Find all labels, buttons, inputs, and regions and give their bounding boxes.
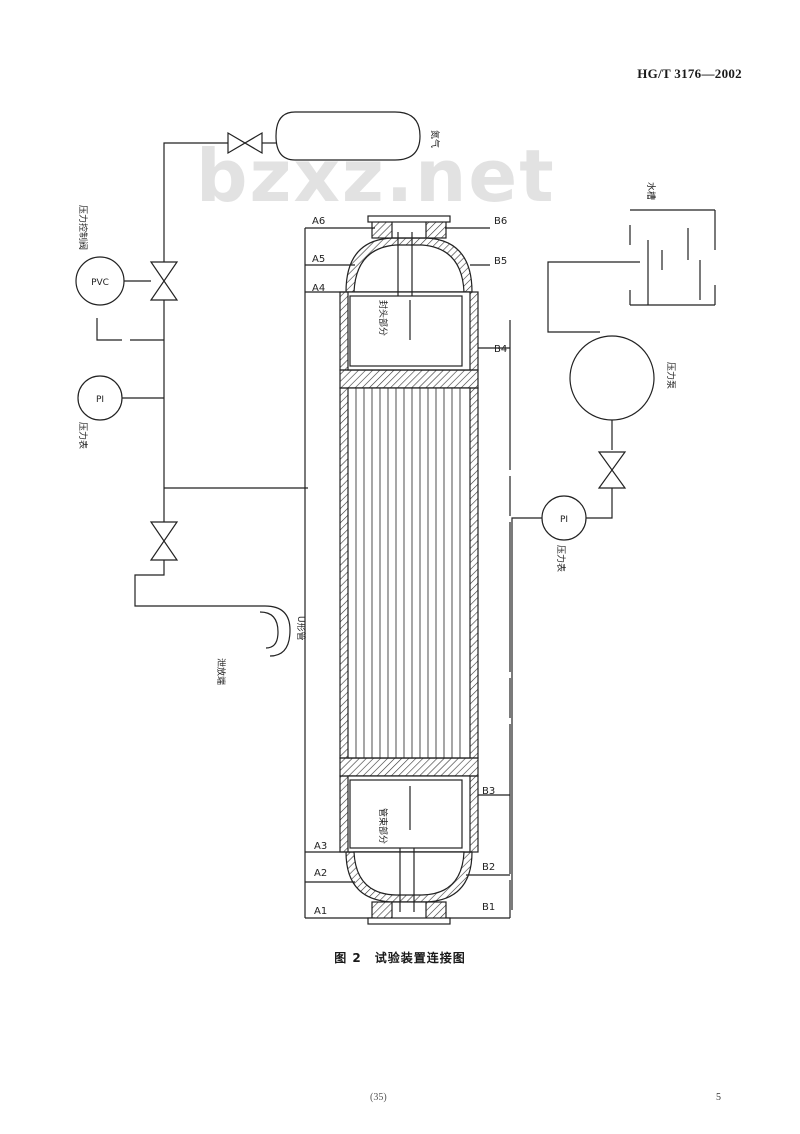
point-label: B5	[494, 256, 507, 267]
pressure-controller-label: 压力控制阀	[77, 205, 89, 250]
pressure-gauge-2-label: 压力表	[555, 545, 567, 572]
point-label: B1	[482, 902, 495, 913]
point-label: B4	[494, 344, 507, 355]
u-tube-symbol	[264, 605, 291, 657]
point-label: B2	[482, 862, 495, 873]
heat-exchanger-vessel	[339, 215, 479, 925]
point-label: A4	[312, 283, 325, 294]
water-pump-label: 压力泵	[665, 362, 677, 389]
page-mark: (35)	[370, 1092, 387, 1103]
gas-cylinder	[275, 111, 421, 161]
vent-valve-icon	[149, 521, 179, 561]
water-valve-icon	[597, 451, 627, 489]
point-label: B3	[482, 786, 495, 797]
gas-cylinder-label: 氮气	[429, 130, 441, 148]
point-label: A1	[314, 906, 327, 917]
water-pump-symbol	[569, 335, 655, 421]
page-number: 5	[716, 1092, 721, 1103]
point-label: B6	[494, 216, 507, 227]
top-section-label: 封头部分	[377, 300, 389, 336]
pi-tag: PI	[96, 395, 104, 405]
standard-number: HG/T 3176—2002	[637, 66, 742, 81]
tube-bundle	[355, 388, 461, 758]
u-tube-label: U形管	[295, 616, 307, 641]
watermark: bzxz.net	[196, 134, 556, 218]
point-label: A2	[314, 868, 327, 879]
point-label: A3	[314, 841, 327, 852]
water-tank	[629, 209, 716, 306]
point-label: A5	[312, 254, 325, 265]
pi2-tag: PI	[560, 515, 568, 525]
left-point-labels: A6 A5 A4 A3 A2 A1	[312, 216, 327, 917]
point-label: A6	[312, 216, 325, 227]
vent-label: 泄放端	[215, 658, 227, 685]
pressure-gauge-label: 压力表	[77, 422, 89, 449]
figure-caption: 图 2 试验装置连接图	[334, 951, 466, 965]
bottom-section-label: 管束部分	[377, 808, 389, 844]
cylinder-valve-icon	[227, 131, 263, 155]
pvc-tag: PVC	[91, 278, 109, 288]
pvc-controller-symbol	[75, 256, 125, 306]
pressure-control-valve-icon	[149, 261, 179, 301]
water-tank-label: 水槽	[645, 182, 657, 200]
right-point-labels: B6 B5 B4 B3 B2 B1	[482, 216, 507, 913]
